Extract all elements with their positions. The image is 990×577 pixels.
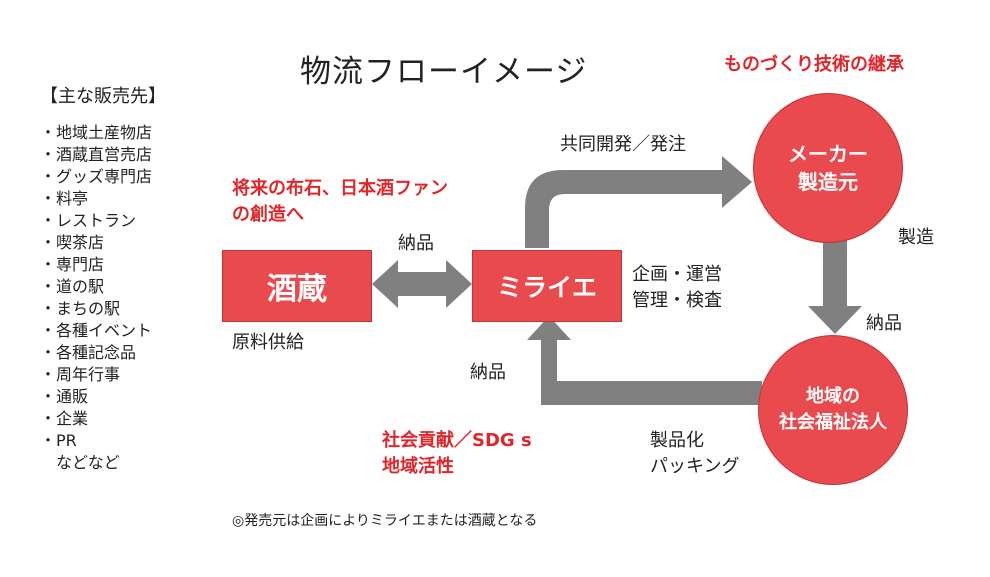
list-item-trailer: などなど xyxy=(56,453,120,472)
arrow-miraie-to-maker xyxy=(525,156,752,248)
node-miraie: ミライエ xyxy=(472,250,622,322)
list-item: 酒蔵直営売店 xyxy=(40,144,240,166)
node-sakagura: 酒蔵 xyxy=(222,250,372,322)
page-title: 物流フローイメージ xyxy=(300,54,588,90)
label-delivery-bottom: 納品 xyxy=(470,362,506,383)
list-item: 各種イベント xyxy=(40,320,240,342)
node-welfare-line-2: 社会福祉法人 xyxy=(779,412,887,433)
arrow-welfare-to-miraie xyxy=(527,316,762,405)
arrow-sakagura-miraie xyxy=(372,260,472,308)
node-welfare-line-1: 地域の xyxy=(806,386,860,407)
callout-craft-succession: ものづくり技術の継承 xyxy=(724,54,904,75)
label-planning-line-2: 管理・検査 xyxy=(632,290,722,311)
list-item: まちの駅 xyxy=(40,298,240,320)
callout-social-line-2: 地域活性 xyxy=(382,456,454,477)
label-manufacture: 製造 xyxy=(898,227,934,248)
callout-future-line-2: の創造へ xyxy=(232,204,304,225)
footnote: ◎発売元は企画によりミライエまたは酒蔵となる xyxy=(232,513,538,529)
arrow-maker-to-welfare xyxy=(808,238,862,334)
list-item: 専門店 xyxy=(40,254,240,276)
callout-future-fans: 将来の布石、日本酒ファン の創造へ xyxy=(232,176,448,228)
sales-destinations: 【主な販売先】 地域土産物店 酒蔵直営売店 グッズ専門店 料亭 レストラン 喫茶… xyxy=(40,82,240,474)
label-packaging-line-2: パッキング xyxy=(650,456,740,477)
label-planning: 企画・運営 管理・検査 xyxy=(632,262,722,314)
label-delivery-top: 納品 xyxy=(398,233,434,254)
sales-destinations-list: 地域土産物店 酒蔵直営売店 グッズ専門店 料亭 レストラン 喫茶店 専門店 道の… xyxy=(40,122,240,474)
label-co-development: 共同開発／発注 xyxy=(560,134,686,155)
list-item: グッズ専門店 xyxy=(40,166,240,188)
list-item: 道の駅 xyxy=(40,276,240,298)
label-packaging-line-1: 製品化 xyxy=(650,430,704,451)
node-maker: メーカー 製造元 xyxy=(753,93,903,243)
list-item: 企業 xyxy=(40,408,240,430)
label-planning-line-1: 企画・運営 xyxy=(632,264,722,285)
label-packaging: 製品化 パッキング xyxy=(650,428,739,480)
list-item: レストラン xyxy=(40,210,240,232)
callout-future-line-1: 将来の布石、日本酒ファン xyxy=(232,178,448,199)
list-item: 地域土産物店 xyxy=(40,122,240,144)
callout-social-line-1: 社会貢献／SDG s xyxy=(382,430,532,451)
label-delivery-right: 納品 xyxy=(866,313,902,334)
node-maker-line-2: 製造元 xyxy=(798,170,858,194)
list-item: 周年行事 xyxy=(40,364,240,386)
list-item: 各種記念品 xyxy=(40,342,240,364)
list-item: 通販 xyxy=(40,386,240,408)
callout-social-contribution: 社会貢献／SDG s 地域活性 xyxy=(382,428,532,480)
list-item: PR xyxy=(40,430,240,452)
node-welfare-corp: 地域の 社会福祉法人 xyxy=(758,335,908,485)
sales-destinations-heading: 【主な販売先】 xyxy=(40,86,166,107)
list-item: 料亭 xyxy=(40,188,240,210)
list-item: 喫茶店 xyxy=(40,232,240,254)
node-maker-line-1: メーカー xyxy=(788,142,868,166)
label-raw-supply: 原料供給 xyxy=(232,332,304,353)
